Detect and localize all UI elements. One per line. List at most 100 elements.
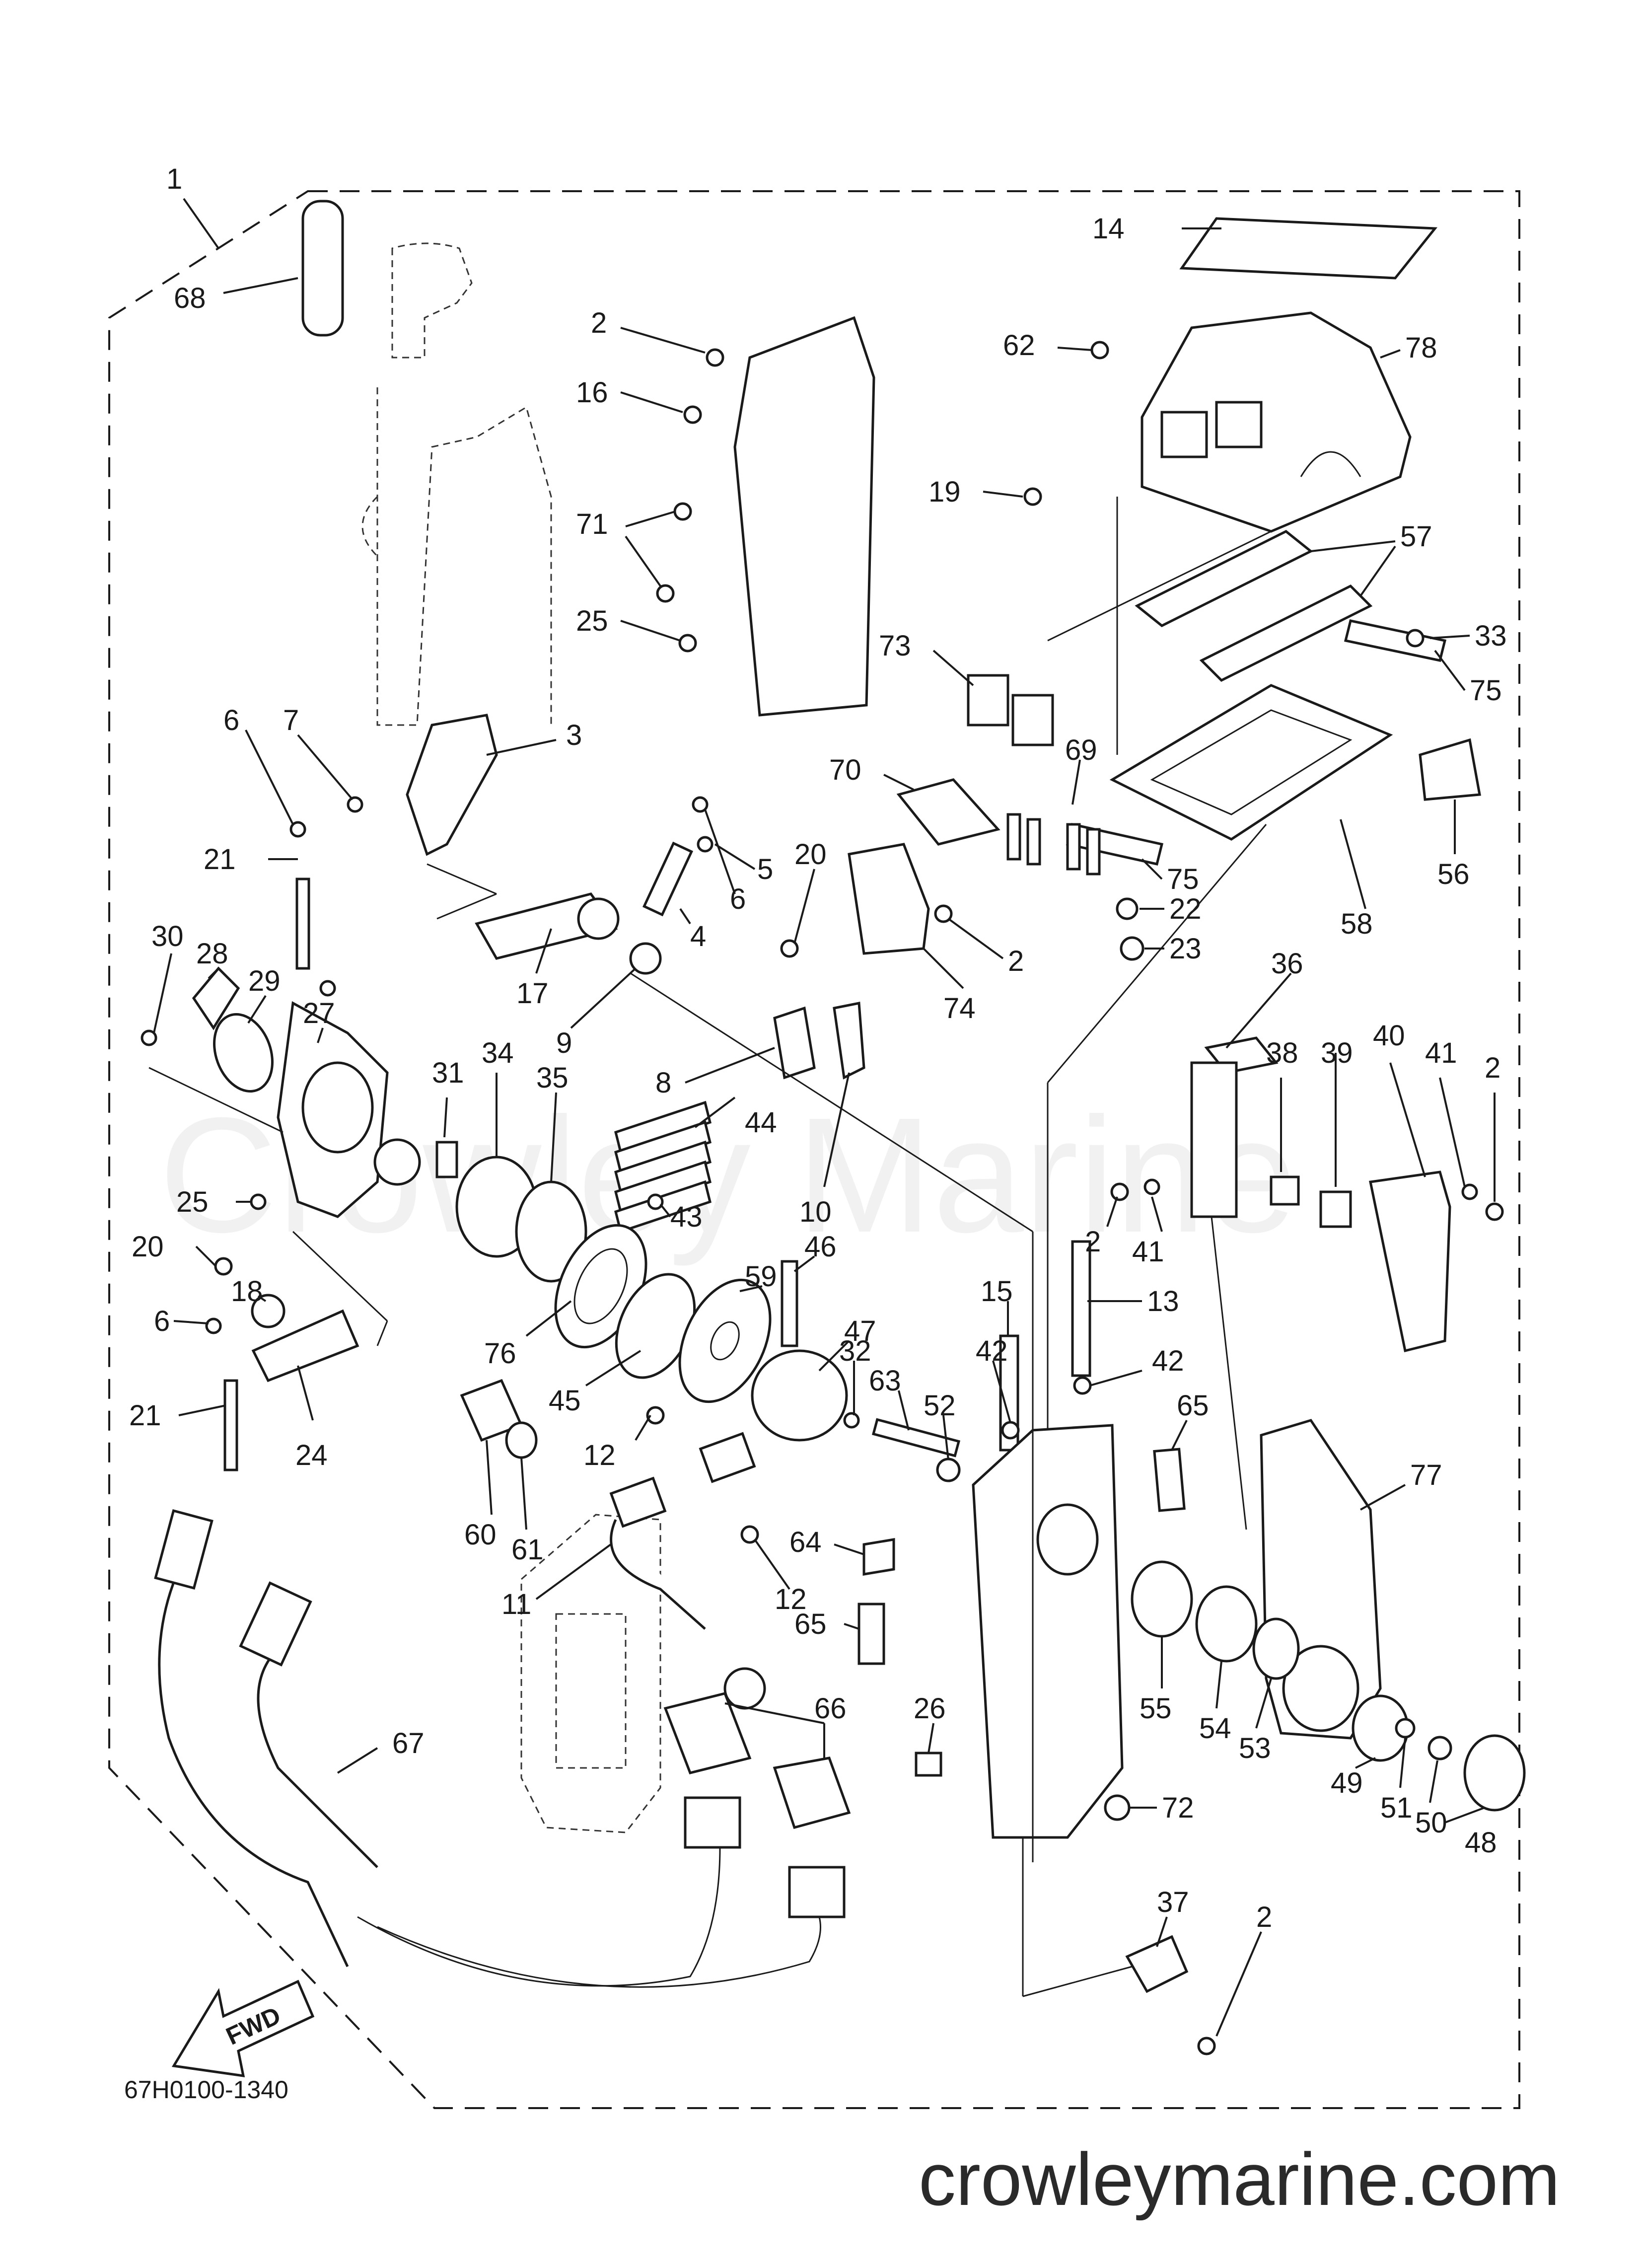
part-61-nut <box>505 1421 538 1459</box>
callout-53: 53 <box>1239 1732 1271 1764</box>
part-13-bolt <box>1071 1240 1091 1377</box>
callout-27: 27 <box>303 997 335 1029</box>
callout-5: 5 <box>757 853 773 885</box>
part-67-connector-b <box>239 1581 312 1667</box>
callout-42: 42 <box>976 1335 1008 1367</box>
callout-33: 33 <box>1475 620 1507 652</box>
part-48-cap <box>1463 1734 1526 1812</box>
part-17-hub <box>577 897 620 940</box>
part-46-pin <box>781 1260 798 1347</box>
part-36-arm <box>1190 1061 1238 1218</box>
part-64-cap <box>862 1538 895 1576</box>
callout-20: 20 <box>794 838 827 871</box>
callout-78: 78 <box>1405 332 1437 364</box>
callout-6: 6 <box>223 704 239 736</box>
part-63-pin <box>871 1418 961 1458</box>
part-26-clip <box>915 1752 942 1777</box>
callout-56: 56 <box>1437 858 1470 890</box>
callout-75: 75 <box>1167 863 1199 895</box>
part-38-switch <box>1270 1175 1300 1206</box>
part-57-rail-a <box>1135 530 1313 627</box>
leader-lines <box>153 198 1496 2037</box>
callout-34: 34 <box>482 1037 514 1069</box>
part-66-plug-a <box>684 1796 741 1849</box>
part-69-wire-terminals <box>1006 813 1101 876</box>
callout-41: 41 <box>1425 1037 1457 1069</box>
callout-12: 12 <box>775 1583 807 1615</box>
callout-4: 4 <box>690 920 706 952</box>
callout-38: 38 <box>1266 1037 1298 1069</box>
part-67-harness-branch <box>257 1648 378 1868</box>
callout-32: 32 <box>839 1335 871 1367</box>
part-54-ring <box>1195 1585 1258 1663</box>
part-10-plate <box>833 1001 865 1080</box>
callout-54: 54 <box>1199 1712 1231 1745</box>
callout-1: 1 <box>166 163 182 195</box>
part-78-cover <box>1141 311 1412 533</box>
part-67-harness-main <box>158 1558 349 1968</box>
callout-50: 50 <box>1415 1807 1447 1839</box>
callout-23: 23 <box>1169 933 1202 965</box>
part-56-pad <box>1419 738 1481 801</box>
callout-67: 67 <box>392 1727 425 1759</box>
part-main-body <box>972 1424 1124 1839</box>
callout-13: 13 <box>1147 1285 1179 1317</box>
part-40-lever <box>1369 1171 1451 1353</box>
part-11-connector-a <box>609 1476 667 1528</box>
callout-69: 69 <box>1065 734 1097 766</box>
part-21-bolt-lower <box>223 1379 238 1471</box>
callout-28: 28 <box>196 938 228 970</box>
callout-65: 65 <box>1177 1390 1209 1422</box>
part-28-bracket <box>192 966 240 1030</box>
part-66-connector-a <box>663 1692 752 1774</box>
part-70-plate <box>896 778 1000 846</box>
part-4-shaft <box>642 841 694 917</box>
callout-37: 37 <box>1157 1886 1189 1918</box>
callout-44: 44 <box>745 1106 777 1139</box>
part-53-circlip <box>1252 1617 1300 1680</box>
callout-19: 19 <box>928 476 961 508</box>
part-78-window-b <box>1215 401 1263 448</box>
callout-30: 30 <box>151 920 184 952</box>
callout-22: 22 <box>1169 893 1202 925</box>
callout-2: 2 <box>1008 945 1024 977</box>
callout-21: 21 <box>129 1399 161 1432</box>
callout-65: 65 <box>794 1608 827 1640</box>
part-76-seal-inner <box>573 1248 628 1324</box>
part-66-connector-b <box>773 1756 851 1829</box>
part-11-plug <box>723 1667 766 1710</box>
part-51-washer <box>1395 1718 1416 1739</box>
fasteners <box>141 341 1504 2055</box>
callout-55: 55 <box>1140 1692 1172 1725</box>
callout-7: 7 <box>283 704 299 736</box>
part-72-nut <box>1104 1794 1131 1821</box>
callout-66: 66 <box>814 1692 847 1725</box>
part-11-connector-b <box>699 1432 756 1483</box>
callout-46: 46 <box>804 1231 837 1263</box>
part-24-plate <box>251 1309 359 1383</box>
callout-14: 14 <box>1092 213 1125 245</box>
callout-49: 49 <box>1331 1767 1363 1799</box>
part-9-clip <box>629 942 662 975</box>
callout-47: 47 <box>844 1315 876 1347</box>
part-74-cover <box>848 843 930 955</box>
callout-76: 76 <box>484 1337 516 1370</box>
callout-2: 2 <box>1085 1226 1101 1258</box>
part-77-hub <box>1282 1645 1359 1732</box>
part-31-spring <box>435 1141 458 1178</box>
callout-2: 2 <box>591 307 607 339</box>
callout-70: 70 <box>829 754 861 786</box>
site-url[interactable]: crowleymarine.com <box>919 2137 1560 2221</box>
callout-64: 64 <box>789 1526 822 1558</box>
callout-52: 52 <box>924 1390 956 1422</box>
callout-25: 25 <box>176 1186 209 1218</box>
part-73-switch-b <box>1011 694 1054 746</box>
assembly-boundary <box>108 190 1520 2109</box>
callout-9: 9 <box>556 1027 572 1059</box>
part-78-arch <box>1300 451 1361 477</box>
callout-18: 18 <box>231 1275 263 1308</box>
callout-60: 60 <box>464 1519 497 1551</box>
part-57-rail-b <box>1199 584 1373 682</box>
part-78-window-a <box>1160 411 1208 458</box>
